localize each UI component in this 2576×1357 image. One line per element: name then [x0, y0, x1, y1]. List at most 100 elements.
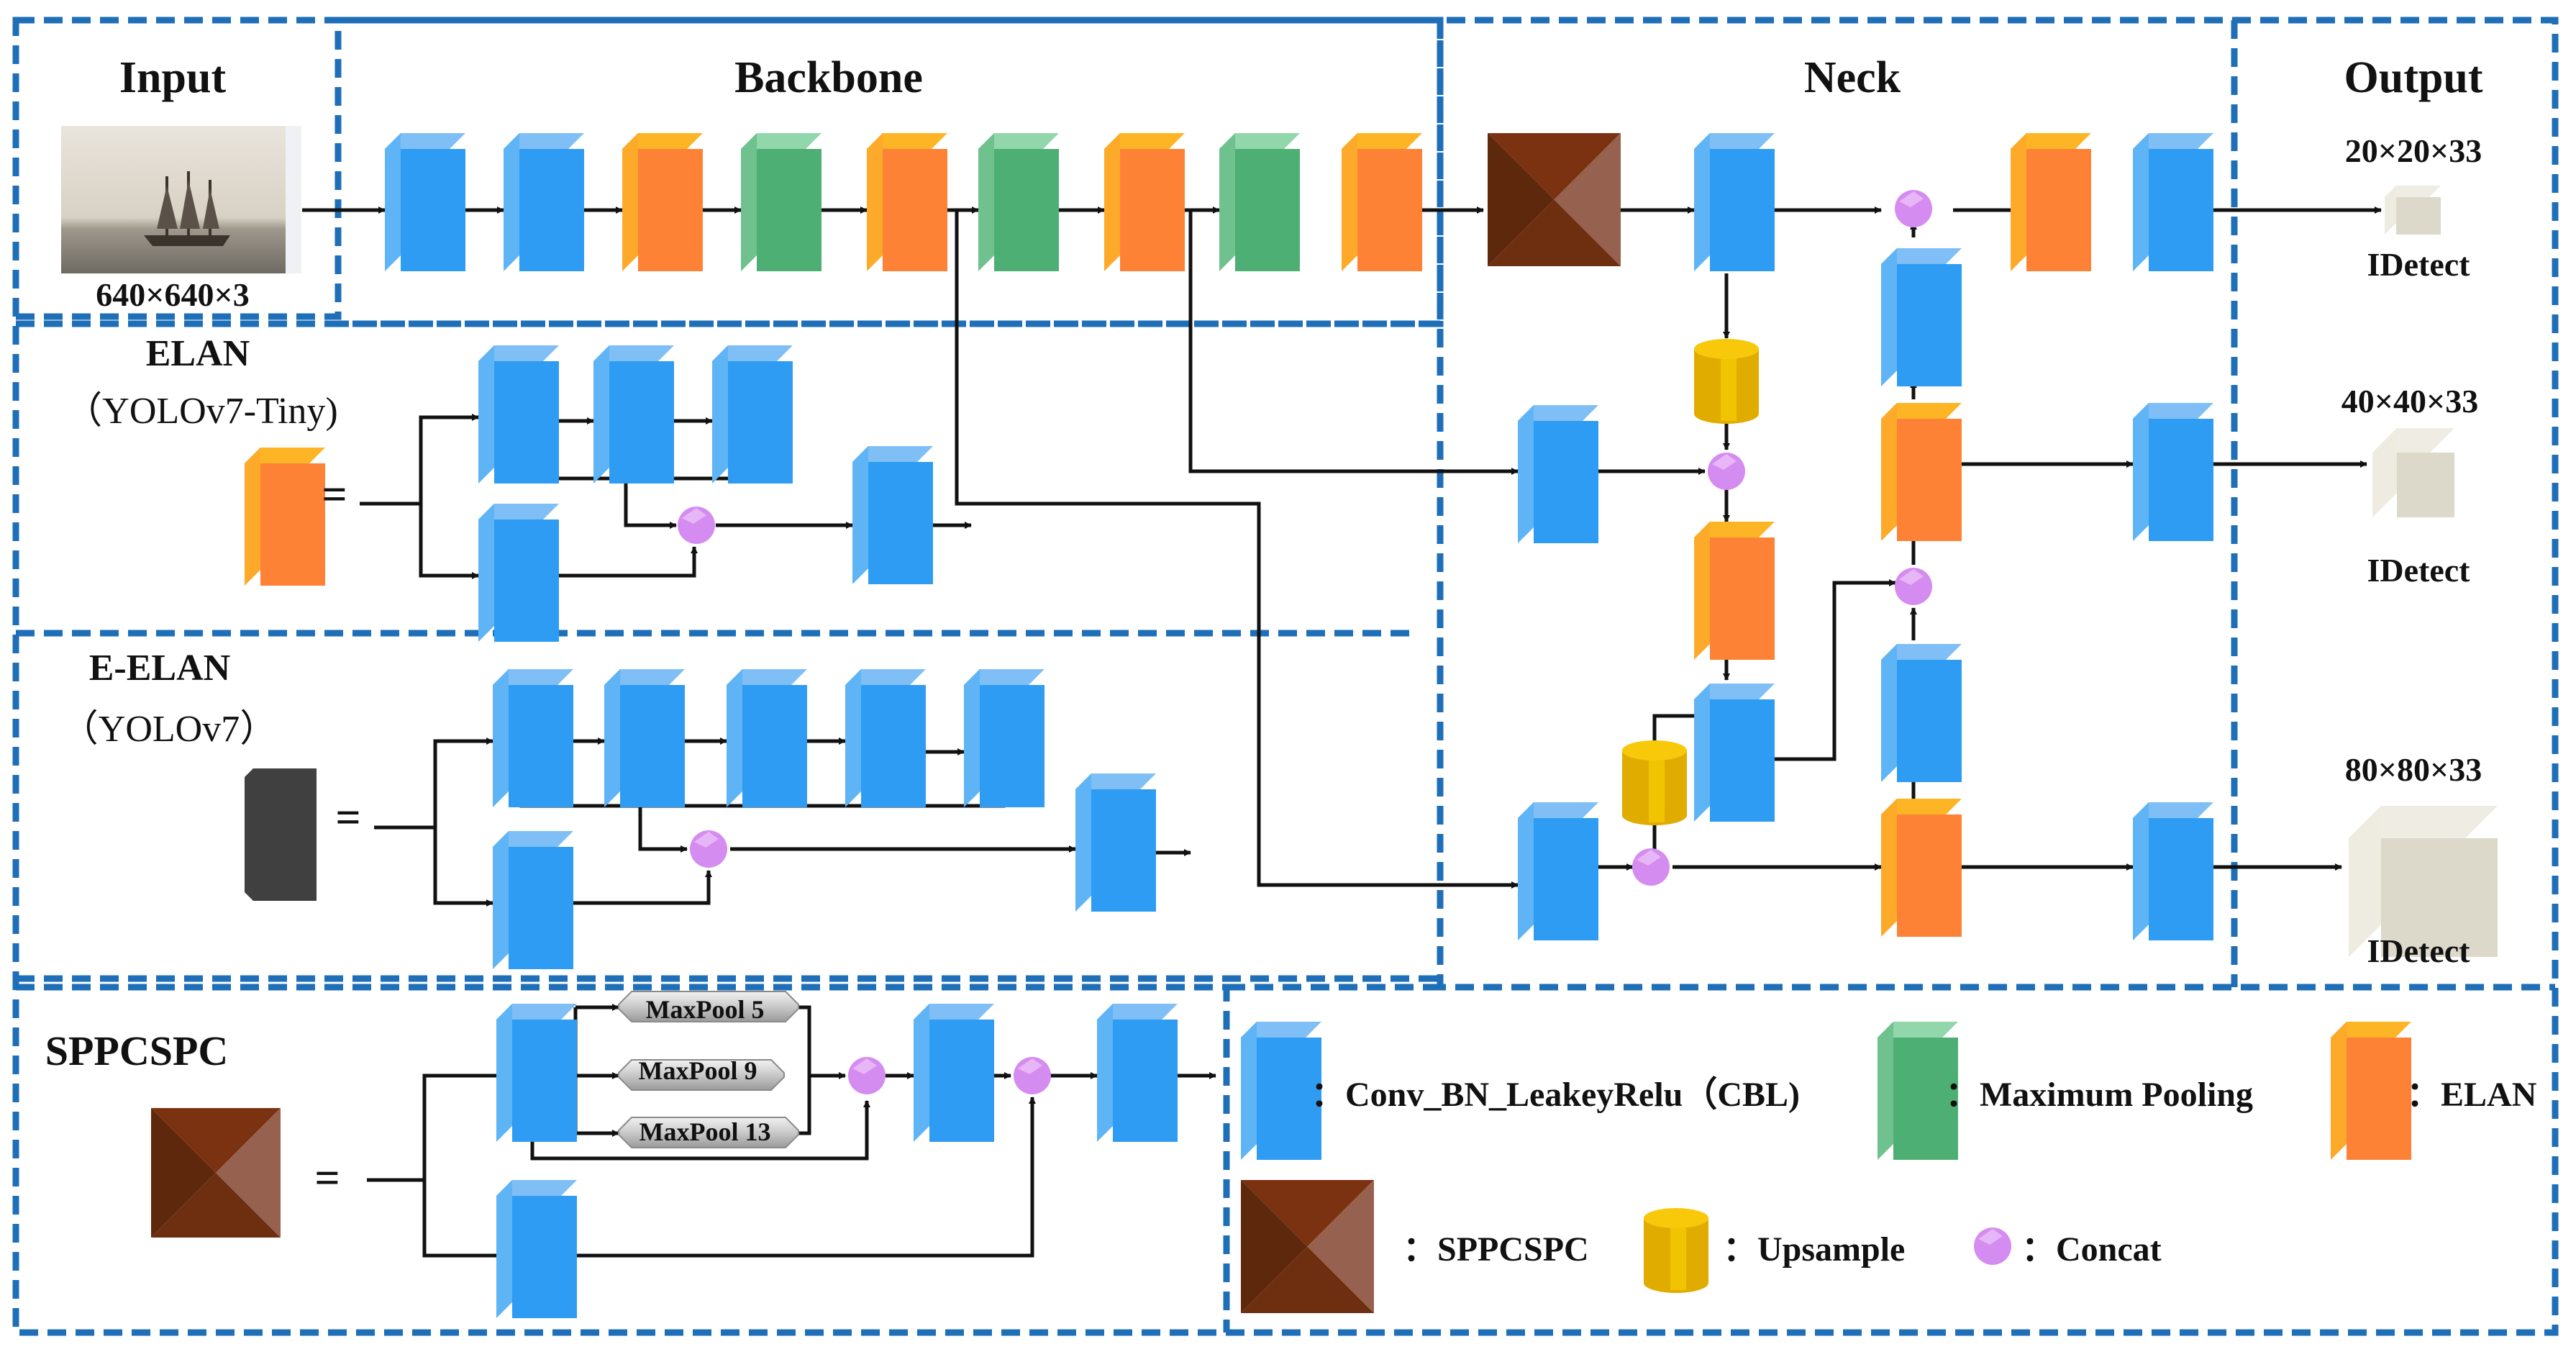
elan-cbl-4-side	[478, 504, 494, 642]
input-size-label: 640×640×3	[96, 276, 249, 313]
legend-cbl-symbol	[1241, 1022, 1321, 1160]
backbone-maxpool-3-side	[1219, 133, 1235, 271]
eelan-cbl-out-front	[1091, 789, 1156, 912]
backbone-maxpool-3-top	[1219, 133, 1300, 149]
elan-symbol-front	[260, 463, 325, 586]
section-title-output: Output	[2344, 53, 2483, 102]
spp-concat-1	[848, 1057, 886, 1094]
legend-concat-label: ：Concat	[2021, 1230, 2162, 1268]
elan-cbl-2-top	[593, 345, 674, 361]
elan-cbl-4-top	[478, 504, 559, 519]
eelan-symbol	[245, 768, 317, 901]
spp-cbl-1-top	[496, 1004, 577, 1020]
elan-concat	[678, 507, 715, 544]
output-cube-20-top	[2385, 186, 2441, 197]
backbone-elan-3-side	[1104, 133, 1120, 271]
legend-sppcspc-symbol-tri-bottom	[1241, 1246, 1374, 1313]
eelan-cbl-4-top	[845, 669, 926, 685]
elan-in-bottom	[419, 504, 479, 579]
spp-cbl-2	[914, 1004, 994, 1142]
section-borders	[12, 17, 2559, 1336]
output-cube-80-side	[2349, 806, 2381, 957]
neck-cbl-mid-up	[1881, 248, 1962, 386]
output-head-20: IDetect	[2367, 246, 2470, 283]
neck-elan-top-front	[2026, 149, 2091, 271]
spp-cbl-3-front	[1113, 1020, 1178, 1142]
output-cube-80	[2349, 806, 2498, 957]
elan-cbl-2-side	[593, 345, 609, 484]
output-size-20: 20×20×33	[2345, 132, 2482, 169]
eelan-cbl-2	[604, 669, 685, 807]
neck-elan-top	[2011, 133, 2091, 271]
eelan-cbl-5	[964, 669, 1044, 807]
legend-upsample-label: ：Upsample	[1723, 1230, 1905, 1268]
sppcspc-title: SPPCSPC	[45, 1027, 229, 1074]
neck-concat-top-highlight	[1899, 191, 1924, 207]
maxpool-13-label: MaxPool 13	[640, 1117, 771, 1146]
neck-concat-40	[1708, 453, 1745, 490]
spp-skip-to-concat-1	[530, 1100, 870, 1161]
neck-cbl-out-20	[2133, 133, 2213, 271]
legend-cbl-symbol-front	[1257, 1038, 1321, 1160]
backbone-elan-1-side	[622, 133, 638, 271]
eelan-cbl-3	[727, 669, 807, 807]
elan-cbl-1-side	[478, 345, 494, 484]
output-size-80: 80×80×33	[2345, 751, 2482, 788]
neck-cbl-40-down-side	[1694, 684, 1710, 822]
neck-elan-40-top	[1694, 522, 1775, 537]
neck-concat-80	[1632, 848, 1670, 886]
elan-cbl-2-front	[609, 361, 674, 484]
eelan-in-top	[374, 738, 493, 830]
elan-cbl-out-top	[852, 446, 933, 462]
elan-bottom-to-concat	[543, 546, 698, 578]
section-title-neck: Neck	[1804, 53, 1901, 102]
maxpool-13-block	[618, 1117, 799, 1148]
backbone-elan-1-front	[638, 149, 703, 271]
eelan-cbl-4-side	[845, 669, 861, 807]
eelan-cbl-3-side	[727, 669, 742, 807]
eelan-subtitle: （YOLOv7）	[61, 709, 277, 750]
eelan-cbl-5-top	[964, 669, 1044, 685]
eelan-concat-highlight	[694, 832, 719, 848]
output-cube-40-front	[2397, 453, 2454, 517]
backbone-maxpool-2	[978, 133, 1059, 271]
backbone-elan-3	[1104, 133, 1185, 271]
legend-concat-symbol	[1974, 1227, 2011, 1265]
legend-elan-symbol-top	[2331, 1022, 2411, 1038]
neck-cbl-lateral-80-top	[1518, 802, 1598, 818]
backbone-elan-3-top	[1104, 133, 1185, 149]
legend-cbl-symbol-side	[1241, 1022, 1257, 1160]
elan-cbl-out	[852, 446, 933, 584]
neck-cbl-out-80	[2133, 802, 2213, 940]
neck-cbl-mid-up-front	[1897, 264, 1962, 386]
eelan-cbl-1-side	[493, 669, 509, 807]
legend-maxpool-symbol-top	[1878, 1022, 1958, 1038]
output-cube-20	[2385, 186, 2441, 235]
elan-cbl-3-top	[712, 345, 793, 361]
maxpool-9-block	[618, 1059, 785, 1091]
output-head-40: IDetect	[2367, 552, 2470, 589]
legend-elan-symbol-side	[2331, 1022, 2347, 1160]
neck-sppcspc-tri-left	[1488, 133, 1555, 266]
network-blocks	[61, 126, 2498, 1318]
section-title-input: Input	[119, 53, 227, 102]
spp-cbl-3	[1097, 1004, 1178, 1142]
eelan-symbol-body	[245, 768, 317, 901]
maxpool-5-block	[618, 991, 799, 1022]
neck-cbl-top	[1694, 133, 1775, 271]
neck-concat-40-highlight	[1712, 454, 1737, 470]
neck-upsample-40-shine	[1721, 349, 1737, 421]
maxpool-9-block-shape	[618, 1059, 785, 1091]
eelan-cbl-4-front	[861, 685, 926, 807]
eelan-cbl-6-front	[509, 847, 573, 969]
neck-cbl-40-down	[1694, 684, 1775, 822]
backbone-elan-2	[867, 133, 947, 271]
backbone-maxpool-1	[741, 133, 822, 271]
elan-bus-to-concat	[624, 478, 677, 529]
neck-elan-mid	[1881, 403, 1962, 541]
spp-cbl-2-front	[929, 1020, 994, 1142]
neck-cbl-top-top	[1694, 133, 1775, 149]
neck-cbl-top-front	[1710, 149, 1775, 271]
elan-cbl-2	[593, 345, 674, 484]
